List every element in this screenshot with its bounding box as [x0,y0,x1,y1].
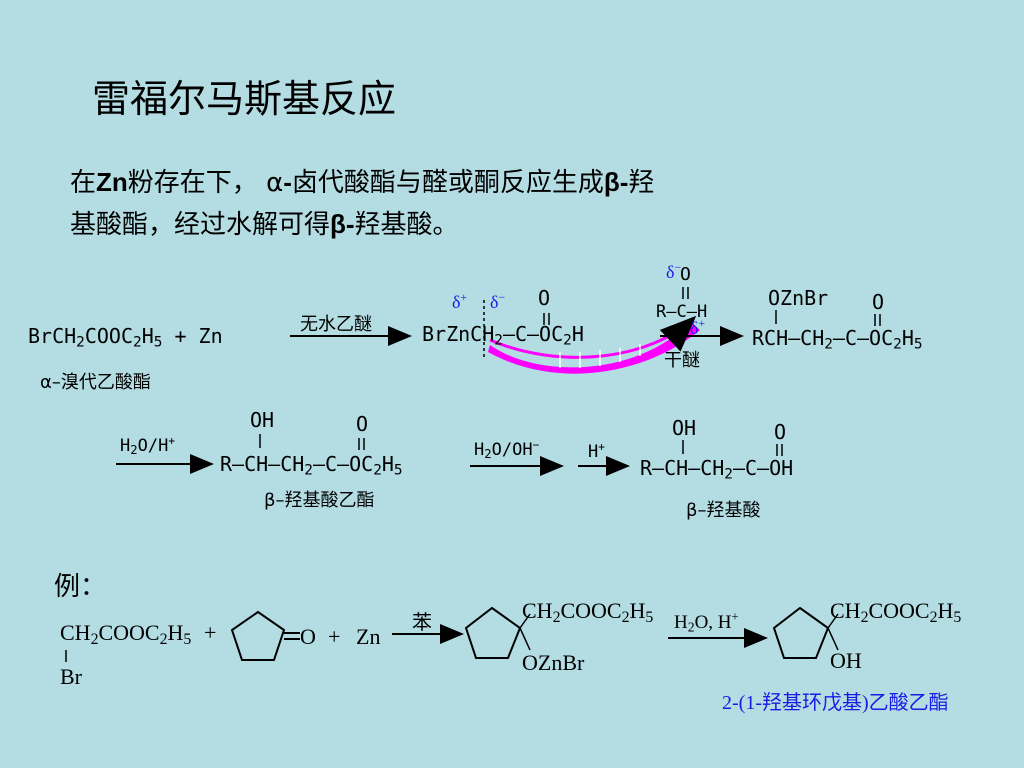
formula-part: CH [522,598,553,623]
formula-part: –C–OH [732,456,794,480]
intro-zn: Zn [96,167,128,197]
formula-part: CH [60,620,91,645]
intermediate-side-chain: CH2COOC2H5 [522,598,654,626]
product-ozn-group: OZnBr [768,286,829,310]
hydroxy-group: OH [250,408,275,432]
beta-hydroxy-ester: R–CH–CH2–C–OC2H5 [220,452,403,479]
organozinc-intermediate: BrZnCH2–C–OC2H [422,322,584,349]
plus-sign: + [328,624,341,649]
plus-sign: + [204,620,217,645]
beta-hydroxy-acid: R–CH–CH2–C–OH [640,456,794,483]
formula-part: H [120,436,131,456]
reactant-name: α–溴代乙酸酯 [40,372,151,393]
arrow-label-anhydrous-ether: 无水乙醚 [300,314,372,335]
intro-line-1: 在Zn粉存在下， α-卤代酸酯与醛或酮反应生成β-羟 [70,162,654,199]
formula-part: BrCH [28,324,77,348]
formula-part: H [629,598,646,623]
formula-part: O/OH [491,440,533,460]
formula-part: O, H [694,612,732,633]
intro-beta: β- [603,167,629,197]
delta-minus-label: δ− [490,290,506,312]
arrow-label-benzene: 苯 [412,610,432,634]
example-reagent: CH2COOC2H5 [60,620,192,648]
arrow-label-acidify: H+ [588,440,605,462]
formula-part: COOC [84,324,134,348]
formula-part: H [474,440,485,460]
arrow-label-hydrolysis: H2O, H+ [674,609,739,635]
product-hydroxy-group: OH [830,648,862,673]
delta-symbol: δ [490,292,499,312]
formula-part: RCH–CH [752,326,825,350]
formula-part: H [937,598,954,623]
slide-title: 雷福尔马斯基反应 [92,77,397,121]
formula-part: CH [830,598,861,623]
delta-plus-label: δ+ [452,290,468,312]
formula-part: H [901,326,914,350]
intro-alpha: α [266,168,284,198]
arrow-label-acid-hydrolysis: H2O/H+ [120,434,175,458]
delta-minus-oxygen: δ− [666,260,682,282]
formula-part: COOC [560,598,622,623]
intermediate-ozn-group: OZnBr [522,650,585,675]
formula-part: H [167,620,184,645]
intro-beta: β- [330,209,355,239]
formula-part: H [141,324,154,348]
example-label: 例： [54,572,107,602]
formula-part: R–CH–CH [220,452,305,476]
arrow-label-base-hydrolysis: H2O/OH− [474,438,540,462]
product-side-chain: CH2COOC2H5 [830,598,962,626]
formula-part: –C–OC [502,322,564,346]
plus-zinc: + Zn [174,324,223,348]
delta-symbol: δ [690,318,699,338]
acid-hydroxy-group: OH [672,416,697,440]
formula-part: BrZn [422,322,471,346]
product-ring [772,606,830,659]
formula-part: COOC [98,620,160,645]
intro-text: 羟 [628,168,655,198]
ketone-oxygen: O [300,624,316,649]
formula-part: H [588,442,599,462]
formula-part: H [571,322,584,346]
formula-part: COOC [868,598,930,623]
product-name: 2-(1-羟基环戊基)乙酸乙酯 [722,692,949,714]
delta-plus-carbon: δ+ [690,316,706,338]
ester-name: β–羟基酸乙酯 [264,490,375,511]
formula-part: H [674,612,688,633]
intro-text: 在 [70,168,97,198]
ester-carbonyl-oxygen: O [356,412,369,436]
formula-part: R–CH–CH [640,456,725,480]
acid-name: β–羟基酸 [686,500,761,521]
formula-part: O/H [137,436,169,456]
delta-symbol: δ [666,262,675,282]
zinc-alkoxide-product: RCH–CH2–C–OC2H5 [752,326,923,353]
intro-text: 基酸酯，经过水解可得 [70,210,331,240]
intro-text: 粉存在下， [127,168,258,198]
formula-part: –C–OC [312,452,374,476]
intro-text: 羟基酸。 [354,210,459,240]
formula-part: CH [470,322,495,346]
aldehyde-oxygen: O [680,264,691,285]
acid-carbonyl-oxygen: O [774,420,787,444]
delta-symbol: δ [452,292,461,312]
intro-text: 卤代酸酯与醛或酮反应生成 [291,168,604,198]
intermediate-ring [464,606,522,659]
intro-line-2: 基酸酯，经过水解可得β-羟基酸。 [70,204,459,241]
highlight-hatching [559,344,641,368]
arrow-label-dry-ether: 干醚 [664,350,700,371]
electron-flow-highlight [488,322,700,374]
intro-dash: - [283,167,292,197]
product-carbonyl-oxygen: O [872,290,885,314]
aldehyde-formula: R–C–H [656,302,708,322]
zinc: Zn [356,624,381,649]
example-bromine: Br [60,664,82,689]
formula-part: H [381,452,394,476]
reactant-ethyl-bromoacetate: BrCH2COOC2H5 + Zn [28,324,223,351]
electron-flow-arrow [489,315,697,359]
cyclopentanone-ring [230,610,286,661]
formula-part: –C–OC [832,326,894,350]
carbonyl-oxygen: O [538,286,551,310]
